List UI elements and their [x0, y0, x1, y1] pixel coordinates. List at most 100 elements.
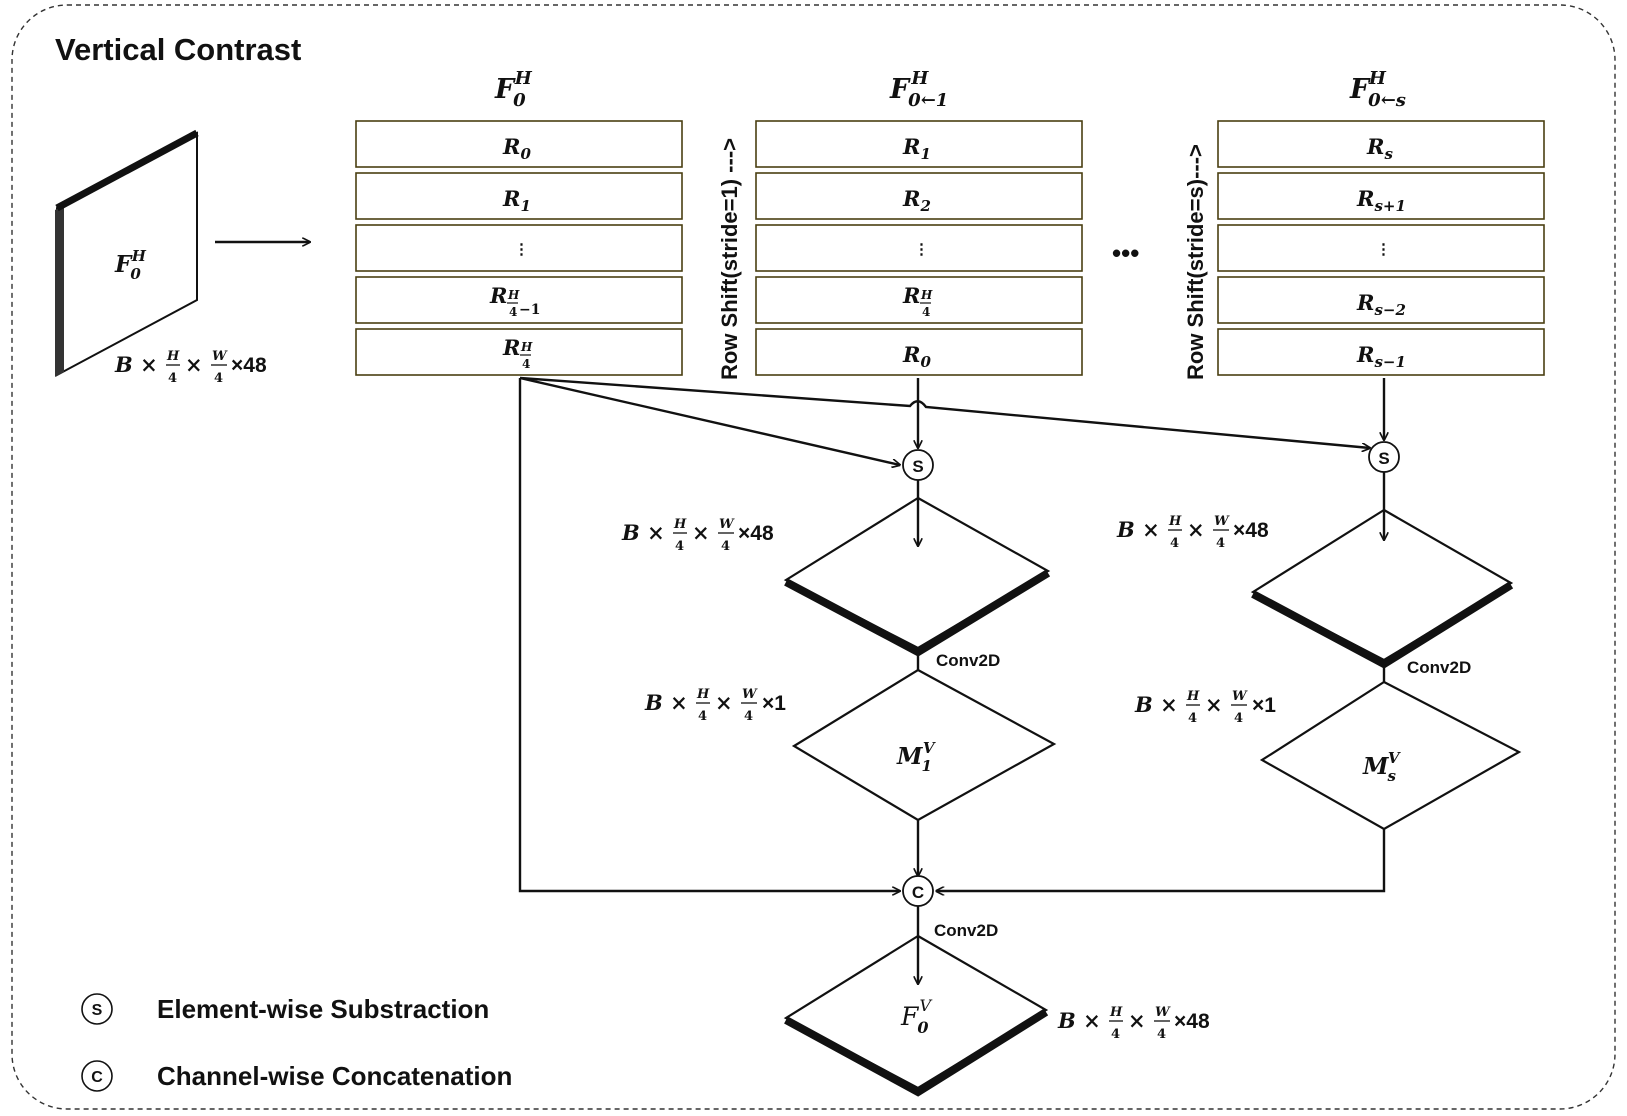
svg-text:×48: ×48 — [738, 522, 774, 545]
svg-text:B ×: B × — [1057, 1008, 1101, 1033]
svg-text:H: H — [1109, 1005, 1123, 1020]
row-label-ellipsis: ⋮ — [514, 240, 529, 258]
row-label-ellipsis: ⋮ — [914, 240, 929, 258]
svg-text:×48: ×48 — [1174, 1010, 1210, 1033]
svg-text:4: 4 — [1111, 1027, 1120, 1042]
row-shift-label-1: Row Shift(stride=1) ---> — [717, 138, 742, 380]
svg-text:H: H — [696, 687, 710, 702]
feature-diamond-s — [1250, 508, 1514, 662]
svg-text:×: × — [692, 520, 710, 545]
svg-text:×: × — [1187, 517, 1205, 542]
row-label-rh4: R H 4 — [502, 335, 533, 371]
svg-text:B ×: B × — [644, 690, 688, 715]
legend-text: Channel-wise Concatenation — [157, 1061, 512, 1091]
branch-s: Conv2D MsV — [936, 472, 1522, 891]
legend-item-subtract: S Element-wise Substraction — [81, 993, 489, 1025]
svg-text:H: H — [673, 517, 687, 532]
svg-text:×: × — [1128, 1008, 1146, 1033]
input-feature-label: F0H — [114, 247, 147, 283]
svg-text:×1: ×1 — [1252, 694, 1276, 717]
row-box — [355, 276, 683, 324]
svg-text:4: 4 — [509, 305, 517, 319]
diagram-title: Vertical Contrast — [55, 32, 301, 67]
shape-label-branch1-48: B × H 4 × W 4 ×48 — [621, 517, 774, 554]
svg-text:H: H — [507, 288, 520, 302]
subtract-operator-s: S — [1368, 441, 1400, 473]
shape-label-branchs-48: B × H 4 × W 4 ×48 — [1116, 514, 1269, 551]
svg-text:×: × — [715, 690, 733, 715]
svg-text:B ×: B × — [1116, 517, 1160, 542]
input-shape-label: B × — [114, 352, 158, 377]
svg-text:−1: −1 — [519, 302, 540, 318]
row-box — [755, 276, 1083, 324]
row-box — [1217, 172, 1545, 220]
svg-text:×: × — [1205, 692, 1223, 717]
row-shift-label-s: Row Shift(stride=s)---> — [1183, 144, 1208, 380]
row-label-rh4-1: R H 4 −1 — [489, 283, 540, 319]
subtract-operator-1: S — [902, 449, 934, 481]
svg-text:H: H — [520, 340, 533, 354]
svg-text:H: H — [1186, 689, 1200, 704]
svg-text:4: 4 — [1234, 711, 1243, 726]
column-f0-1h: R1 R2 ⋮ R H 4 R0 — [755, 120, 1083, 376]
svg-text:4: 4 — [721, 539, 730, 554]
mask-label-m1: M1V — [896, 739, 936, 775]
svg-text:4: 4 — [922, 305, 930, 319]
row-box — [1217, 224, 1545, 272]
legend-symbol: C — [91, 1069, 103, 1086]
svg-text:B ×: B × — [621, 520, 665, 545]
svg-text:B ×: B × — [1134, 692, 1178, 717]
input-shape-fraction: H 4 × W 4 ×48 — [166, 349, 267, 386]
svg-text:H: H — [1168, 514, 1182, 529]
svg-text:H: H — [920, 288, 933, 302]
svg-text:×1: ×1 — [762, 692, 786, 715]
svg-text:×48: ×48 — [1233, 519, 1269, 542]
column-f0-sh: Rs Rs+1 ⋮ Rs−2 Rs−1 — [1217, 120, 1545, 376]
svg-text:4: 4 — [698, 709, 707, 724]
arrow-to-subtract-s — [519, 376, 1370, 448]
column-f0h: R0 R1 ⋮ R H 4 −1 R H 4 — [355, 120, 683, 376]
concat-symbol: C — [912, 883, 924, 902]
outer-frame — [11, 4, 1616, 1110]
mask-label-ms: MsV — [1362, 749, 1401, 785]
column-header-f0h: F0H — [494, 68, 533, 111]
subtract-symbol: S — [1378, 449, 1389, 468]
row-box — [355, 120, 683, 168]
row-box — [355, 224, 683, 272]
conv-label: Conv2D — [934, 921, 998, 940]
conv-label: Conv2D — [1407, 658, 1471, 677]
svg-text:×: × — [185, 352, 203, 377]
row-label-ellipsis: ⋮ — [1376, 240, 1391, 258]
svg-text:W: W — [1214, 514, 1230, 529]
legend: S Element-wise Substraction C Channel-wi… — [81, 993, 512, 1092]
legend-text: Element-wise Substraction — [157, 994, 489, 1024]
row-box — [355, 328, 683, 376]
svg-text:R: R — [502, 335, 520, 360]
columns-ellipsis: ••• — [1112, 238, 1139, 268]
row-box — [755, 120, 1083, 168]
concat-operator: C — [902, 875, 934, 907]
svg-text:4: 4 — [168, 371, 177, 386]
svg-text:W: W — [1232, 689, 1248, 704]
output-branch: Conv2D F0V — [783, 906, 1049, 1097]
svg-text:4: 4 — [1188, 711, 1197, 726]
branch-1: Conv2D M1V — [783, 480, 1057, 876]
svg-text:4: 4 — [744, 709, 753, 724]
svg-text:4: 4 — [214, 371, 223, 386]
svg-text:R: R — [489, 283, 507, 308]
svg-text:H: H — [166, 349, 180, 364]
svg-text:W: W — [742, 687, 758, 702]
shape-label-output-48: B × H 4 × W 4 ×48 — [1057, 1005, 1210, 1042]
legend-item-concat: C Channel-wise Concatenation — [81, 1060, 512, 1092]
row-box — [755, 224, 1083, 272]
svg-text:W: W — [1155, 1005, 1171, 1020]
svg-text:W: W — [719, 517, 735, 532]
column-header-f0-1h: F0←1H — [889, 68, 948, 111]
column-header-f0-sh: F0←sH — [1349, 68, 1406, 111]
row-box — [1217, 328, 1545, 376]
row-box — [755, 172, 1083, 220]
svg-text:4: 4 — [1170, 536, 1179, 551]
arrow-to-subtract-1 — [519, 376, 900, 465]
shape-label-branch1-1: B × H 4 × W 4 ×1 — [644, 687, 786, 724]
